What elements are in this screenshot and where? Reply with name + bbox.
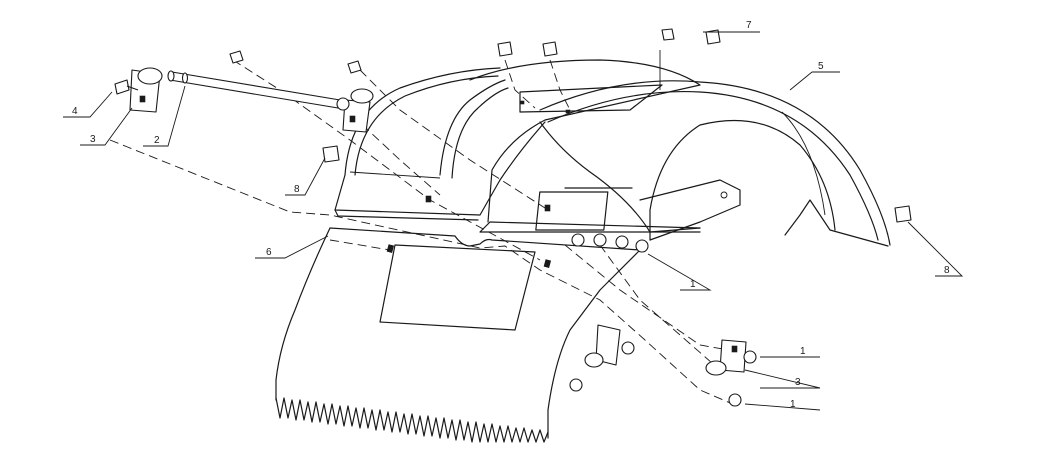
callout-8-right: 8 (944, 265, 950, 276)
front-flap-part-6 (275, 227, 641, 443)
hinge-bracket-left (129, 67, 163, 113)
hinge-bracket-mid (336, 88, 374, 133)
rear-fender-part-5 (539, 80, 891, 247)
callout-3-left: 3 (90, 134, 96, 145)
callout-7: 7 (746, 20, 752, 31)
rod-part-2 (167, 70, 341, 109)
callout-2: 2 (154, 135, 160, 146)
leader-lines (63, 31, 964, 411)
callout-6: 6 (266, 247, 272, 258)
center-fender-plate (469, 59, 701, 233)
hinge-bracket-flap (584, 324, 621, 368)
fasteners (114, 28, 912, 407)
callout-5: 5 (818, 61, 824, 72)
callout-1-upper-right: 1 (800, 346, 806, 357)
hinge-bracket-right (705, 339, 747, 376)
callout-3-right: 3 (795, 377, 801, 388)
callout-4: 4 (72, 106, 78, 117)
callout-1-lower-right: 1 (790, 399, 796, 410)
callout-8-left: 8 (294, 184, 300, 195)
callout-labels: 4 3 2 6 8 7 5 8 1 1 3 1 (72, 20, 950, 410)
callout-1-center: 1 (690, 279, 696, 290)
front-fender-arch (334, 67, 546, 221)
